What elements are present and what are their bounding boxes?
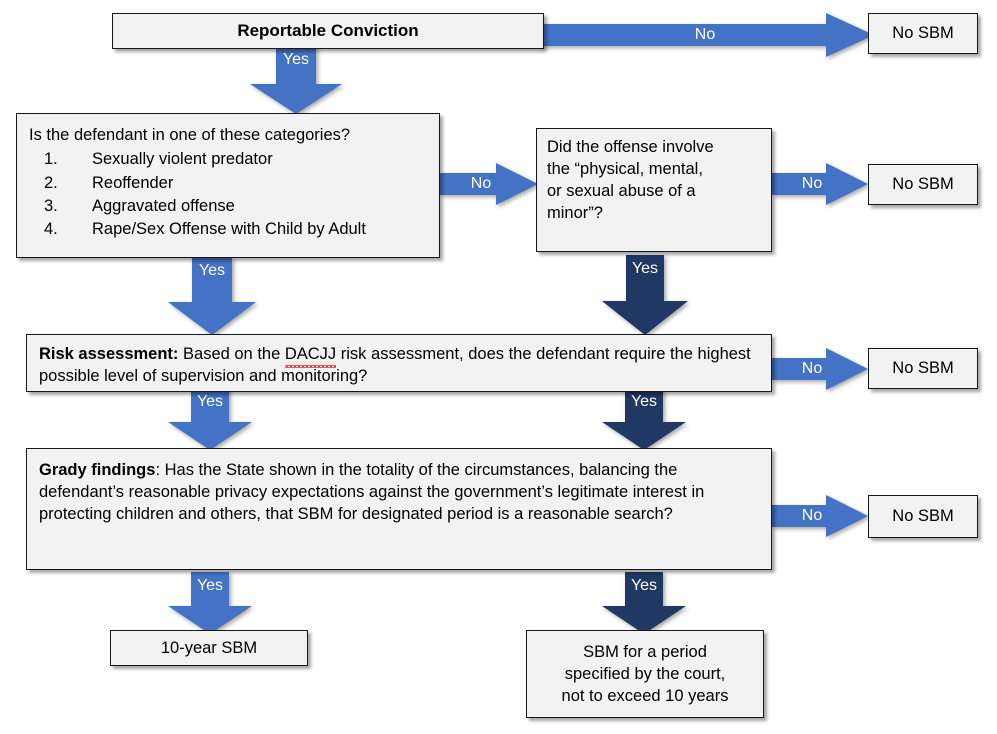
node-no-sbm-3-label: No SBM (892, 359, 954, 378)
list-item-number: 4. (44, 220, 58, 239)
node-no-sbm-2-label: No SBM (892, 175, 954, 194)
node-categories[interactable]: Is the defendant in one of these categor… (16, 113, 440, 258)
list-item-number: 1. (44, 150, 58, 169)
node-risk-assessment-text-before: Based on the (178, 345, 285, 363)
node-risk-assessment-text-after: risk assessment, does the defendant requ… (39, 345, 751, 386)
node-minor-abuse-line-2: the “physical, mental, (547, 160, 703, 179)
node-outcome-court-specified-line-2: specified by the court, (564, 664, 726, 683)
arrow-shape (602, 572, 686, 634)
arrow-shape (536, 13, 874, 57)
node-no-sbm-3[interactable]: No SBM (868, 348, 978, 389)
arrow-risk-no: No (772, 348, 868, 390)
arrow-categories-no: No (440, 163, 538, 205)
arrow-conviction-yes: Yes (250, 46, 342, 114)
node-reportable-conviction[interactable]: Reportable Conviction (112, 13, 544, 49)
node-minor-abuse-line-3: or sexual abuse of a (547, 182, 696, 201)
arrow-categories-yes: Yes (168, 257, 256, 335)
arrow-shape (772, 495, 868, 537)
list-item: 1. Sexually violent predator (29, 148, 427, 171)
list-item-label: Rape/Sex Offense with Child by Adult (92, 220, 366, 239)
arrow-shape (168, 572, 252, 634)
node-minor-abuse-line-4: minor”? (547, 204, 603, 223)
list-item: 3. Aggravated offense (29, 195, 427, 218)
list-item-label: Aggravated offense (92, 196, 235, 215)
arrow-shape (602, 388, 686, 450)
list-item-number: 2. (44, 173, 58, 192)
node-reportable-conviction-label: Reportable Conviction (237, 20, 419, 40)
node-outcome-court-specified-sbm[interactable]: SBM for a period specified by the court,… (526, 630, 764, 718)
arrow-risk-yes-left: Yes (168, 388, 252, 450)
arrow-minor-yes: Yes (602, 255, 688, 335)
node-no-sbm-2[interactable]: No SBM (868, 164, 978, 205)
arrow-shape (168, 257, 256, 335)
node-categories-list: 1. Sexually violent predator 2. Reoffend… (29, 148, 427, 242)
node-grady-findings-lead: Grady findings (39, 461, 156, 479)
node-risk-assessment-lead: Risk assessment: (39, 345, 179, 363)
list-item-label: Reoffender (92, 173, 174, 192)
node-categories-question: Is the defendant in one of these categor… (29, 126, 351, 144)
node-grady-findings[interactable]: Grady findings: Has the State shown in t… (26, 448, 772, 570)
arrow-minor-no: No (772, 163, 868, 205)
node-no-sbm-1[interactable]: No SBM (868, 13, 978, 54)
arrow-shape (772, 163, 868, 205)
node-outcome-court-specified-line-3: not to exceed 10 years (561, 687, 729, 706)
arrow-shape (168, 388, 252, 450)
list-item: 4. Rape/Sex Offense with Child by Adult (29, 218, 427, 241)
node-no-sbm-4-label: No SBM (892, 507, 954, 526)
list-item-label: Sexually violent predator (92, 150, 273, 169)
arrow-risk-yes-right: Yes (602, 388, 686, 450)
arrow-shape (772, 348, 868, 390)
node-minor-abuse[interactable]: Did the offense involve the “physical, m… (536, 128, 772, 252)
node-outcome-ten-year-sbm-label: 10-year SBM (160, 638, 258, 657)
node-no-sbm-1-label: No SBM (892, 24, 954, 43)
node-grady-findings-text: : Has the State shown in the totality of… (39, 461, 705, 524)
arrow-shape (250, 46, 342, 114)
arrow-grady-yes-right: Yes (602, 572, 686, 634)
arrow-grady-yes-left: Yes (168, 572, 252, 634)
arrow-grady-no: No (772, 495, 868, 537)
node-risk-assessment-acronym: DACJJ (284, 343, 337, 369)
node-outcome-ten-year-sbm[interactable]: 10-year SBM (110, 630, 308, 666)
node-no-sbm-4[interactable]: No SBM (868, 495, 978, 538)
node-minor-abuse-line-1: Did the offense involve (547, 138, 714, 156)
arrow-shape (440, 163, 538, 205)
arrow-conviction-no: No (536, 13, 874, 57)
list-item: 2. Reoffender (29, 172, 427, 195)
arrow-shape (602, 255, 688, 335)
node-risk-assessment[interactable]: Risk assessment: Based on the DACJJ risk… (26, 334, 772, 392)
node-outcome-court-specified-line-1: SBM for a period (583, 642, 707, 661)
list-item-number: 3. (44, 196, 58, 215)
